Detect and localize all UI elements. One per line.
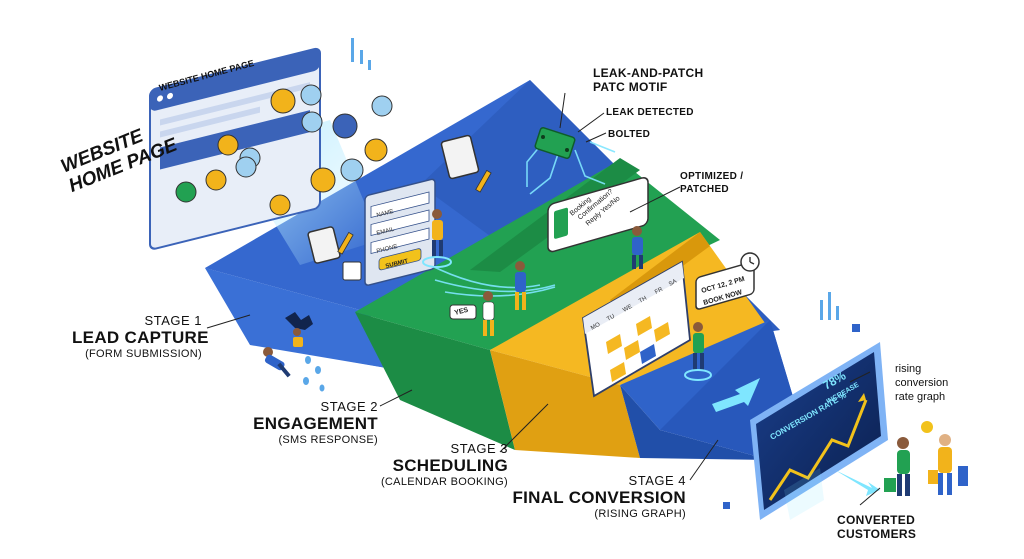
optimized-line-2: PATCHED [680,184,729,195]
sms-reply-text: YES [454,307,470,317]
motif-line-1: LEAK-AND-PATCH [593,66,704,80]
calendar-day-sa: SA [668,279,678,288]
stage-4-number: STAGE 4 [628,473,686,488]
rising-line-2: conversion [895,377,949,389]
rising-graph-callout: rising conversion rate graph [895,362,948,404]
stage-3-subtitle: (CALENDAR BOOKING) [380,476,508,488]
stage-2-label: STAGE 2 ENGAGEMENT (SMS RESPONSE) [246,399,378,446]
form-email-field: EMAIL [376,227,396,237]
clipboard-icon [307,134,480,264]
stage-4-subtitle: (RISING GRAPH) [594,508,686,520]
edit-icon [342,261,362,281]
leaking-person [263,328,303,378]
data-sparkles [351,38,860,509]
lead-form-card [364,178,436,286]
leak-crack [285,312,313,330]
calendar-day-mo: MO [590,322,602,332]
form-phone-field: PHONE [376,244,398,255]
stage-3-number: STAGE 3 [450,441,508,456]
stage-1-label: STAGE 1 LEAD CAPTURE (FORM SUBMISSION) [72,313,209,360]
customer-arrow [835,470,880,496]
calendar-day-tu: TU [606,314,616,323]
customers-line-1: CONVERTED [837,513,916,527]
water-drops [303,356,325,392]
rising-line [768,399,868,501]
stage-3-name: SCHEDULING [392,456,508,475]
calendar-cells [606,316,670,382]
website-avatars [175,84,393,216]
stage-4-name: FINAL CONVERSION [512,488,686,507]
form-name-field: NAME [376,209,394,219]
optimized-callout: OPTIMIZED / PATCHED [680,170,743,196]
stage-1-name: LEAD CAPTURE [72,328,209,347]
person-filling-form [422,209,452,268]
stage-4-front-face [620,385,770,460]
stage-4-label: STAGE 4 FINAL CONVERSION (RISING GRAPH) [510,473,686,520]
stage-2-subtitle: (SMS RESPONSE) [278,434,378,446]
calendar-board [582,260,691,398]
event-bubble [695,261,755,310]
stage-1-number: STAGE 1 [144,313,202,328]
converted-customers-callout: CONVERTED CUSTOMERS [837,513,916,541]
stage-2-name: ENGAGEMENT [253,414,378,433]
stage-2-front-face [355,312,515,450]
circuit-lines [429,139,616,297]
funnel-exit-arrow [712,378,760,412]
conversion-graph-screen [750,342,888,520]
converted-customers [884,421,968,496]
stage-3-label: STAGE 3 SCHEDULING (CALENDAR BOOKING) [372,441,508,488]
bolted-callout: BOLTED [608,129,651,140]
person-scheduling [684,322,712,381]
clock-icon [740,252,760,272]
motif-line-2: PATC MOTIF [593,80,668,94]
pencil-icon [337,169,492,255]
stage-2-number: STAGE 2 [320,399,378,414]
leak-detected-callout: LEAK DETECTED [606,107,694,118]
calendar-day-labels: MO TU WE TH FR SA [590,279,678,332]
sms-reply-bubble [449,304,477,320]
form-submit-button: SUBMIT [385,258,409,269]
sms-bubble [547,177,649,253]
calendar-day-we: WE [622,304,633,314]
person-sms-3 [632,226,643,269]
person-sms-2 [482,291,495,336]
customers-line-2: CUSTOMERS [837,527,917,541]
stage-1-subtitle: (FORM SUBMISSION) [85,348,202,360]
motif-callout: LEAK-AND-PATCH PATC MOTIF [593,66,703,94]
rising-line-3: rate graph [895,391,946,403]
calendar-day-fr: FR [654,286,664,295]
stage-3-front-face [490,350,640,458]
optimized-line-1: OPTIMIZED / [680,171,744,182]
person-sms-1 [515,261,526,310]
patch-plate [534,127,576,159]
rising-line-1: rising [895,363,922,375]
calendar-day-th: TH [638,296,648,305]
leader-lines [206,92,881,506]
